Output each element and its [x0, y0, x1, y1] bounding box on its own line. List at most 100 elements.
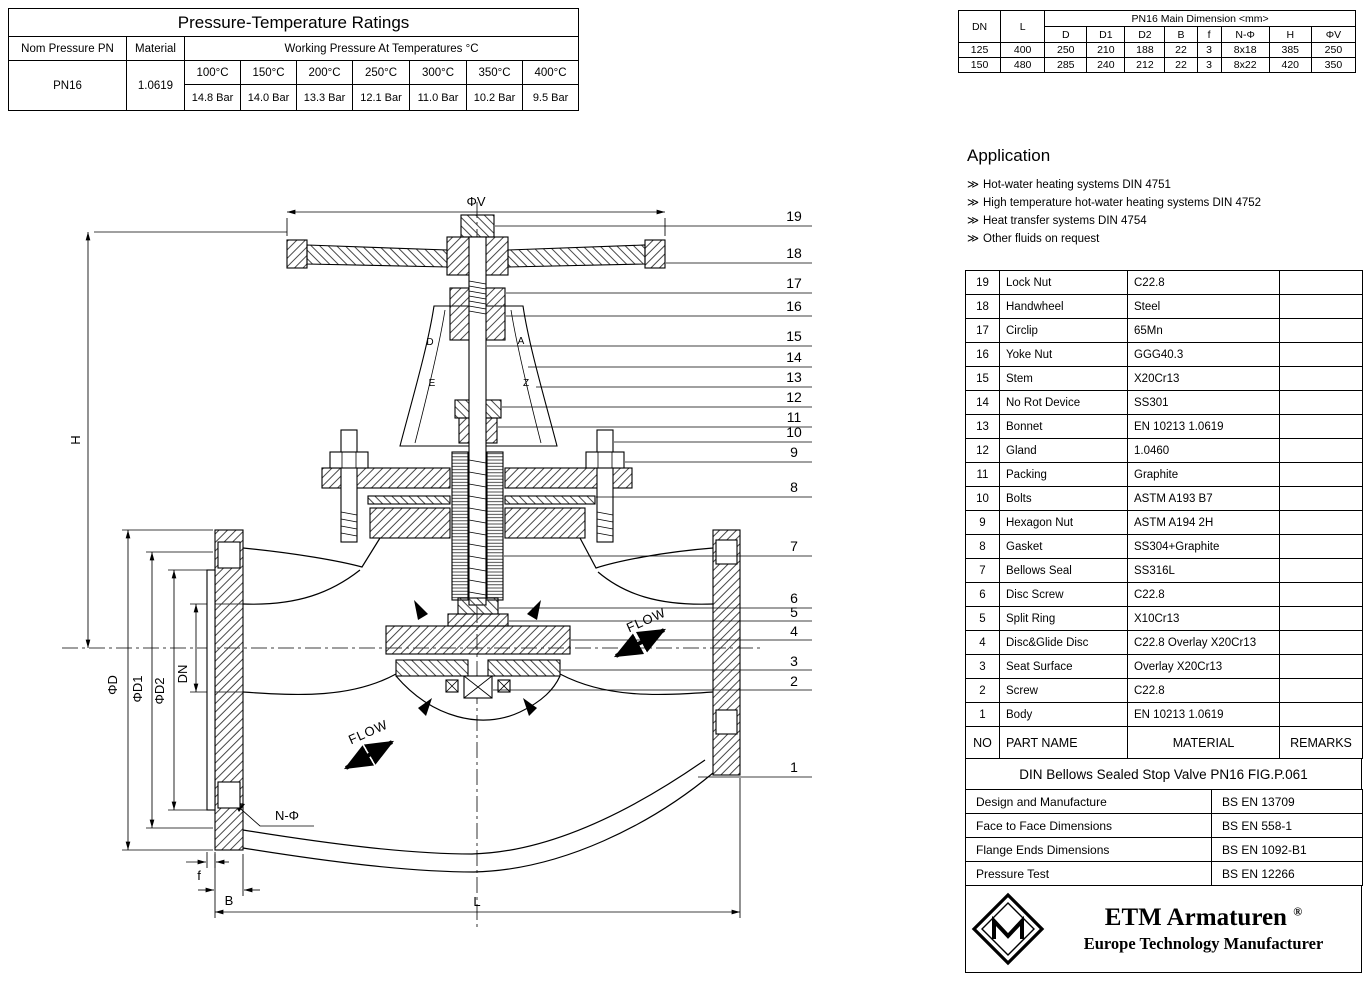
part-no: 9 — [965, 510, 1000, 535]
valve-technical-drawing: ΦV H ΦD ΦD1 ΦD2 DN N-Φ — [62, 194, 812, 928]
dt-cell: 350 — [1310, 57, 1357, 73]
dimension-B: B — [198, 854, 260, 918]
part-remarks — [1279, 342, 1363, 367]
pt-col-working-pressure: Working Pressure At Temperatures °C — [183, 36, 580, 61]
part-remarks — [1279, 486, 1363, 511]
centerlines — [62, 202, 762, 928]
chevron-bullet-icon: ≫ — [967, 179, 980, 191]
part-name: Gasket — [999, 534, 1128, 559]
standard-label: Flange Ends Dimensions — [965, 837, 1212, 862]
part-remarks — [1279, 558, 1363, 583]
part-no: 2 — [965, 678, 1000, 703]
pt-pressure: 14.0 Bar — [240, 84, 297, 111]
dt-cell: 8x22 — [1220, 57, 1270, 73]
dt-cell: 22 — [1164, 57, 1198, 73]
standard-value: BS EN 12266 — [1211, 861, 1363, 886]
flow-arrow-left: FLOW — [343, 717, 395, 770]
part-material: X20Cr13 — [1127, 366, 1280, 391]
part-material: Graphite — [1127, 462, 1280, 487]
application-section: Application ≫Hot-water heating systems D… — [967, 146, 1365, 248]
callout-8: 8 — [790, 479, 798, 495]
dt-cell: 420 — [1268, 57, 1312, 73]
part-no: 7 — [965, 558, 1000, 583]
part-material: GGG40.3 — [1127, 342, 1280, 367]
part-name: Disc Screw — [999, 582, 1128, 607]
callout-9: 9 — [790, 444, 798, 460]
part-material: ASTM A193 B7 — [1127, 486, 1280, 511]
part-no: 5 — [965, 606, 1000, 631]
weld-labels: D A E Z — [426, 336, 529, 389]
pt-title: Pressure-Temperature Ratings — [7, 8, 580, 37]
callout-5: 5 — [790, 604, 798, 620]
body-flange — [369, 507, 586, 539]
part-material: SS301 — [1127, 390, 1280, 415]
callout-14: 14 — [786, 349, 802, 365]
dim-label-N-phi: N-Φ — [275, 808, 299, 823]
callout-19: 19 — [786, 208, 802, 224]
lock-nut — [460, 214, 495, 238]
pt-temp: 250°C — [352, 60, 410, 85]
part-no: 6 — [965, 582, 1000, 607]
part-no: 16 — [965, 342, 1000, 367]
dt-cell: 3 — [1196, 42, 1222, 58]
part-name: Bellows Seal — [999, 558, 1128, 583]
part-no: 4 — [965, 630, 1000, 655]
pt-temp: 350°C — [466, 60, 523, 85]
dim-label-f: f — [197, 868, 201, 883]
part-callouts: 19 18 17 16 15 14 13 12 11 10 9 8 7 6 5 … — [487, 208, 812, 778]
part-name: Body — [999, 702, 1128, 727]
part-remarks — [1279, 294, 1363, 319]
dt-header: f — [1196, 26, 1222, 43]
dt-cell: 3 — [1196, 57, 1222, 73]
pt-pressure: 10.2 Bar — [466, 84, 523, 111]
part-material: 1.0460 — [1127, 438, 1280, 463]
dimension-phiD: ΦD — [105, 529, 213, 851]
application-item: ≫Other fluids on request — [967, 230, 1365, 248]
dt-cell: 22 — [1164, 42, 1198, 58]
part-remarks — [1279, 414, 1363, 439]
dt-col-l: L — [1000, 10, 1046, 43]
dimension-phiV: ΦV — [286, 194, 666, 236]
part-name: Disc&Glide Disc — [999, 630, 1128, 655]
dim-label-L: L — [473, 894, 480, 909]
part-no: 19 — [965, 270, 1000, 295]
parts-header-no: NO — [965, 726, 1000, 759]
pt-temp: 300°C — [409, 60, 467, 85]
part-remarks — [1279, 534, 1363, 559]
dim-label-H: H — [68, 435, 83, 444]
application-item: ≫High temperature hot-water heating syst… — [967, 194, 1365, 212]
part-material: EN 10213 1.0619 — [1127, 414, 1280, 439]
pt-pressure: 11.0 Bar — [409, 84, 467, 111]
pt-col-material: Material — [126, 36, 185, 61]
registered-mark: ® — [1293, 904, 1303, 919]
part-remarks — [1279, 678, 1363, 703]
part-name: Packing — [999, 462, 1128, 487]
main-dimension-table: DN L PN16 Main Dimension <mm> D D1 D2 B … — [957, 10, 1357, 73]
dim-label-phiD2: ΦD2 — [152, 678, 167, 705]
standard-value: BS EN 558-1 — [1211, 813, 1363, 838]
weld-label: A — [518, 336, 525, 347]
part-name: Screw — [999, 678, 1128, 703]
parts-header-material: MATERIAL — [1127, 726, 1280, 759]
dt-col-dn: DN — [957, 10, 1002, 43]
callout-18: 18 — [786, 245, 802, 261]
dt-cell: 125 — [957, 42, 1002, 58]
callout-6: 6 — [790, 590, 798, 606]
part-remarks — [1279, 702, 1363, 727]
part-material: C22.8 — [1127, 678, 1280, 703]
weld-label: E — [429, 378, 436, 389]
dimension-N-phi: N-Φ — [232, 801, 314, 827]
part-remarks — [1279, 366, 1363, 391]
part-remarks — [1279, 582, 1363, 607]
callout-10: 10 — [786, 424, 802, 440]
